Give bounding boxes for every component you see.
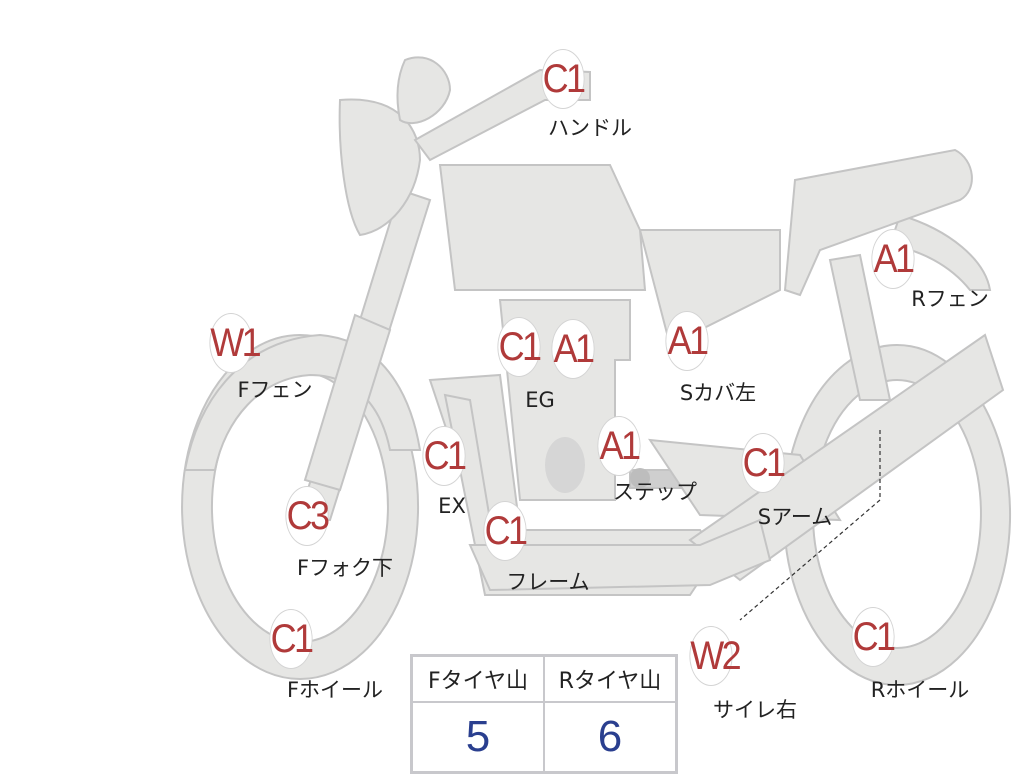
rear-tire-header: Rタイヤ山 xyxy=(543,654,678,703)
front-tire-value: 5 xyxy=(410,701,545,774)
marker-step: A1 xyxy=(597,416,641,476)
label-exhaust: EX xyxy=(438,494,466,518)
marker-exhaust: C1 xyxy=(422,426,467,486)
side-cover xyxy=(638,229,781,347)
marker-front-wheel: C1 xyxy=(269,609,314,669)
label-muffler-right: サイレ右 xyxy=(713,698,797,722)
label-front-wheel: Fホイール xyxy=(286,678,384,702)
engine-cover xyxy=(545,437,585,493)
marker-handle: C1 xyxy=(541,49,586,109)
fuel-tank xyxy=(438,164,647,291)
label-swing-arm: Sアーム xyxy=(757,505,833,529)
marker-rear-wheel: C1 xyxy=(851,607,896,667)
label-step: ステップ xyxy=(613,480,697,504)
rear-tire-value: 6 xyxy=(543,701,678,774)
marker-front-fender: W1 xyxy=(209,313,262,373)
exhaust-pipe xyxy=(468,518,772,592)
label-front-fender: Fフェン xyxy=(237,378,313,402)
label-rear-fender: Rフェン xyxy=(911,287,989,311)
marker-frame: C1 xyxy=(483,501,528,561)
marker-rear-fender: A1 xyxy=(871,229,915,289)
marker-swing-arm: C1 xyxy=(741,433,786,493)
tire-tread-table: Fタイヤ山 Rタイヤ山 5 6 xyxy=(410,654,678,774)
marker-muffler-right: W2 xyxy=(689,626,742,686)
label-frame: フレーム xyxy=(506,570,590,594)
fork-cover xyxy=(303,313,392,492)
front-tire-header: Fタイヤ山 xyxy=(410,654,545,703)
label-rear-wheel: Rホイール xyxy=(870,678,970,702)
seat xyxy=(783,148,973,297)
label-fork-lower: Fフォク下 xyxy=(296,556,394,580)
label-side-cover: Sカバ左 xyxy=(679,381,757,405)
marker-fork-lower: C3 xyxy=(285,486,330,546)
marker-engine-a1: A1 xyxy=(551,319,595,379)
marker-engine-c1: C1 xyxy=(497,317,542,377)
rear-wheel xyxy=(783,344,1012,686)
label-engine: EG xyxy=(525,388,555,412)
label-handle: ハンドル xyxy=(548,116,632,140)
marker-side-cover: A1 xyxy=(665,311,709,371)
leader-line xyxy=(739,430,881,621)
mirror xyxy=(396,56,452,125)
